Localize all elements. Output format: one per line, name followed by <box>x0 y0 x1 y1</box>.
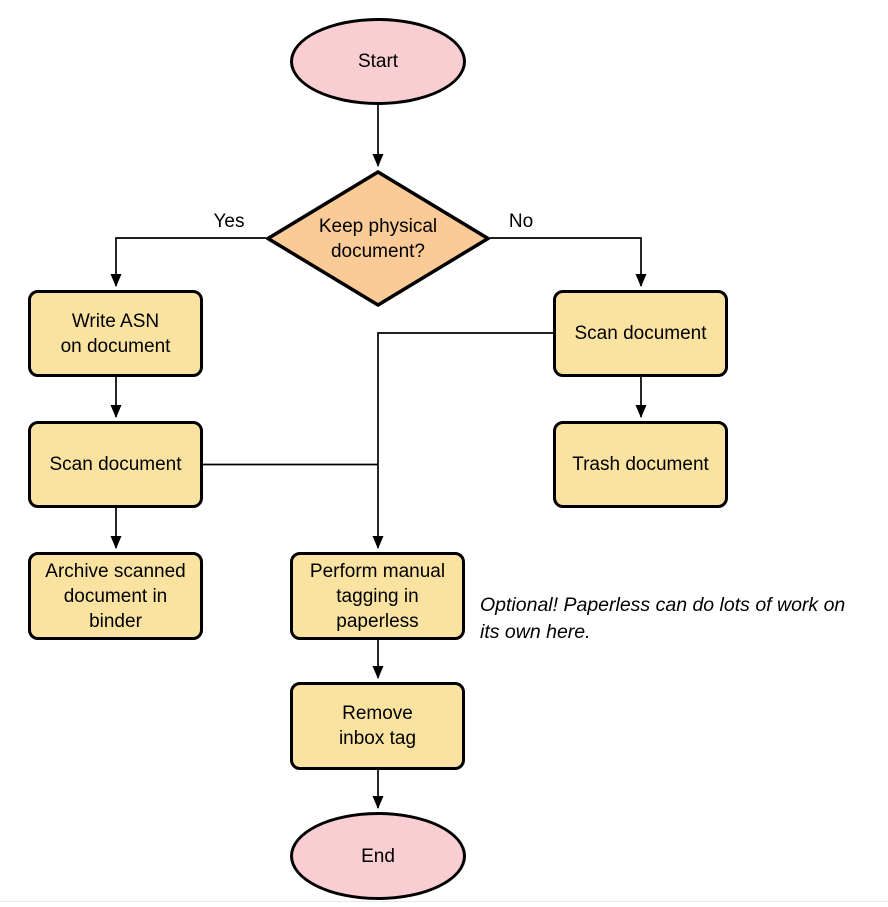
node-scan-document-left-label: Scan document <box>49 454 182 475</box>
page-bottom-divider <box>0 901 888 902</box>
node-start-label: Start <box>357 51 399 72</box>
node-archive-scanned: Archive scanned document in binder <box>28 552 203 640</box>
node-start: Start <box>290 18 466 105</box>
edge-label-yes: Yes <box>213 211 245 232</box>
node-remove-inbox-tag-label: Remove inbox tag <box>338 703 417 749</box>
edge-scan-right-to-tagging <box>372 332 553 549</box>
node-decision-label: Keep physical document? <box>318 215 438 262</box>
node-trash-document-label: Trash document <box>572 454 709 475</box>
node-write-asn-label: Write ASN on document <box>60 310 171 357</box>
edge-decision-yes-to-write-asn <box>110 237 266 287</box>
edge-label-no: No <box>508 211 534 232</box>
node-decision-keep-physical: Keep physical document? <box>266 170 490 307</box>
decision-diamond-shape <box>266 170 490 307</box>
node-remove-inbox-tag: Remove inbox tag <box>290 682 465 770</box>
edge-decision-no-to-scan-right <box>490 237 647 287</box>
node-trash-document: Trash document <box>553 421 728 508</box>
node-write-asn: Write ASN on document <box>28 290 203 377</box>
node-manual-tagging: Perform manual tagging in paperless <box>290 552 465 640</box>
node-scan-document-right-label: Scan document <box>574 323 707 344</box>
optional-note: Optional! Paperless can do lots of work … <box>480 594 846 643</box>
node-manual-tagging-label: Perform manual tagging in paperless <box>309 560 446 632</box>
node-archive-scanned-label: Archive scanned document in binder <box>45 560 186 632</box>
node-end-label: End <box>361 845 395 867</box>
node-scan-document-left: Scan document <box>28 421 203 508</box>
node-end: End <box>290 812 466 900</box>
node-scan-document-right: Scan document <box>553 290 728 377</box>
